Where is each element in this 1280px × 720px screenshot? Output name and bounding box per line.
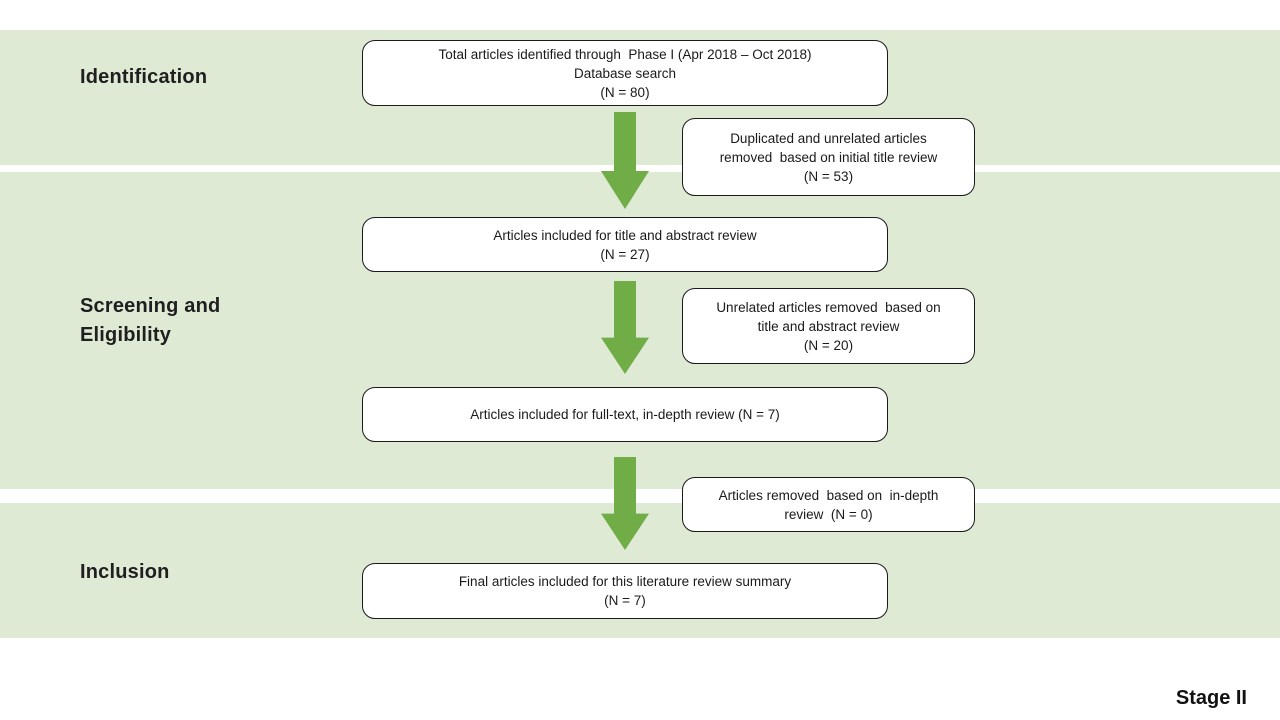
flow-box-text: (N = 7) [604, 593, 646, 608]
flow-box-text: Duplicated and unrelated articles [730, 130, 927, 146]
flow-box-removed-initial-title-review: Duplicated and unrelated articles remove… [682, 118, 975, 196]
flow-box-text: removed based on initial title review [719, 149, 938, 165]
flow-box-text: (N = 20) [803, 337, 854, 353]
phase-label-identification: Identification [80, 63, 207, 92]
phase-label-text: Identification [80, 66, 208, 88]
phase-label-text: Screening and [80, 295, 221, 317]
down-arrow-icon [601, 281, 649, 374]
flow-box-text: (N = 80) [600, 84, 650, 100]
flow-box-text: review (N = 0) [784, 506, 873, 522]
phase-label-text: Inclusion [80, 561, 170, 583]
flow-box-text: title and abstract review [757, 318, 900, 334]
flow-box-database-search: Total articles identified through Phase … [362, 40, 888, 106]
flow-box-removed-title-abstract-review: Unrelated articles removed based on titl… [682, 288, 975, 364]
flow-box-text: Articles removed based on in-depth [718, 487, 939, 503]
phase-label-inclusion: Inclusion [80, 558, 170, 587]
down-arrow-icon [601, 457, 649, 550]
phase-label-screening-eligibility: Screening and Eligibility [80, 292, 220, 350]
phase-label-text: Eligibility [80, 324, 172, 346]
flow-box-text: Unrelated articles removed based on [716, 299, 941, 315]
flow-box-text: Articles included for full-text, in-dept… [470, 407, 780, 422]
stage-label: Stage II [1175, 687, 1247, 709]
flow-box-title-abstract-review: Articles included for title and abstract… [362, 217, 888, 272]
flow-box-text: Articles included for title and abstract… [493, 227, 757, 243]
flow-box-full-text-review: Articles included for full-text, in-dept… [362, 387, 888, 442]
flow-box-removed-in-depth-review: Articles removed based on in-depth revie… [682, 477, 975, 532]
flow-box-text: Database search [573, 65, 677, 81]
down-arrow-icon [601, 112, 649, 209]
flow-box-text: (N = 27) [600, 246, 650, 262]
flow-box-final-articles: Final articles included for this literat… [362, 563, 888, 619]
flow-box-text: Total articles identified through Phase … [438, 46, 812, 62]
flow-box-text: Final articles included for this literat… [458, 574, 792, 589]
flow-box-text: (N = 53) [803, 168, 854, 184]
